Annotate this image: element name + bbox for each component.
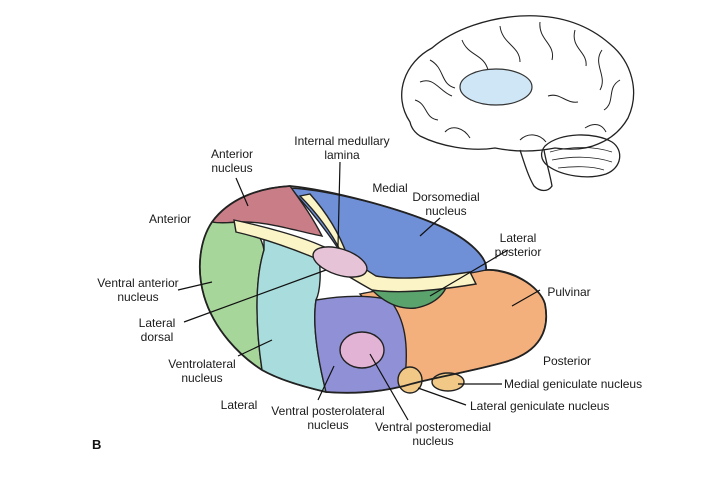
brain-gyri <box>414 21 621 143</box>
thalamus-outline <box>198 185 548 394</box>
label-ventral-anterior-nucleus: Ventral anterior nucleus <box>97 276 179 304</box>
label-anterior: Anterior <box>148 212 192 226</box>
leader-lamina <box>337 161 341 247</box>
label-medial: Medial <box>372 181 408 195</box>
label-internal-medullary-lamina: Internal medullary lamina <box>294 134 390 162</box>
lateral-dorsal-region <box>312 246 368 278</box>
brain-outline <box>401 15 635 152</box>
label-ventral-posteromedial-nucleus: Ventral posteromedial nucleus <box>374 420 492 448</box>
leader-pulvinar <box>511 289 541 307</box>
label-lateral-geniculate-nucleus: Lateral geniculate nucleus <box>470 399 610 413</box>
cerebellum <box>540 134 621 178</box>
leader-vpl <box>317 365 335 401</box>
leader-lateral-posterior <box>429 249 509 297</box>
label-lateral-dorsal: Lateral dorsal <box>138 316 176 344</box>
thalamus-location-highlight <box>459 68 533 106</box>
label-ventrolateral-nucleus: Ventrolateral nucleus <box>168 357 236 385</box>
leader-ventral-anterior <box>177 281 213 291</box>
thalamus-regions <box>198 185 548 394</box>
label-dorsomedial-nucleus: Dorsomedial nucleus <box>412 190 480 218</box>
label-pulvinar: Pulvinar <box>547 285 591 299</box>
panel-letter: B <box>92 437 102 452</box>
leader-lateral-dorsal <box>183 269 327 323</box>
lateral-geniculate-region <box>397 366 423 394</box>
leader-lines <box>177 161 541 421</box>
brainstem <box>519 149 553 192</box>
label-ventral-posterolateral-nucleus: Ventral posterolateral nucleus <box>271 404 385 432</box>
leader-ventrolateral <box>237 339 273 357</box>
label-medial-geniculate-nucleus: Medial geniculate nucleus <box>504 377 643 391</box>
leader-vpm <box>369 353 409 421</box>
label-lateral-posterior: Lateral posterior <box>494 231 542 259</box>
leader-anterior-nucleus <box>235 177 249 207</box>
ventral-posteromedial-region <box>339 331 385 369</box>
label-anterior-nucleus: Anterior nucleus <box>210 147 254 175</box>
label-lateral: Lateral <box>220 398 258 412</box>
label-posterior: Posterior <box>542 354 592 368</box>
leader-lgn <box>417 387 467 406</box>
brain-inset <box>401 15 635 192</box>
leader-dorsomedial <box>419 217 441 237</box>
